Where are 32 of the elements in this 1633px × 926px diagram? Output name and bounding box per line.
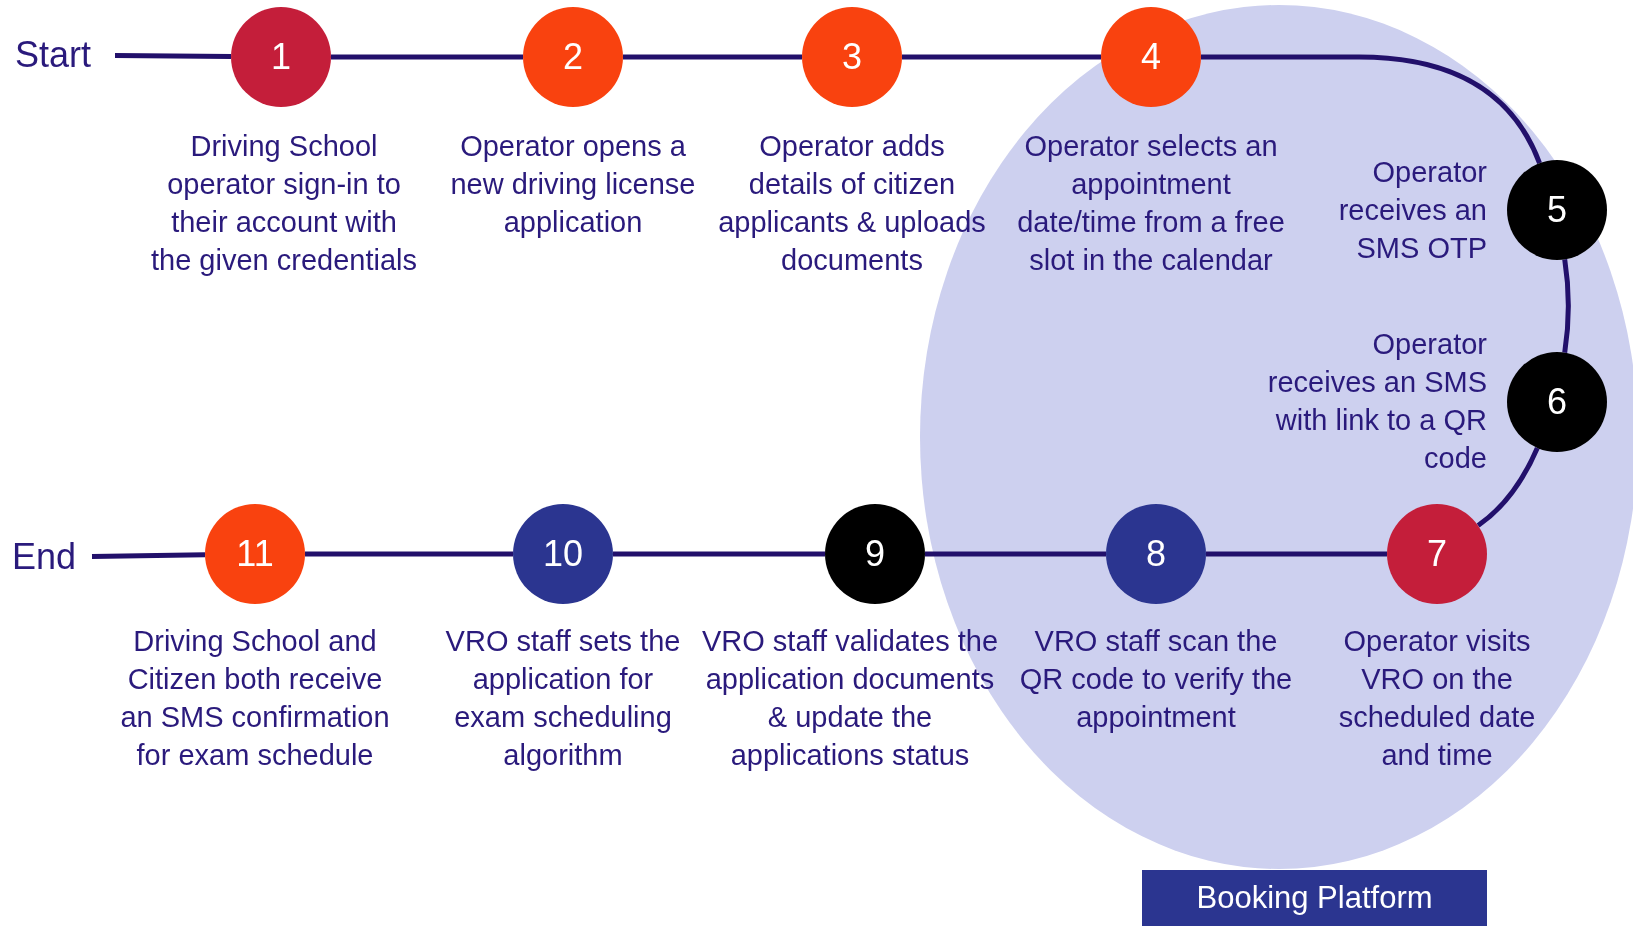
step-description: VRO staff sets the application for exam scheduling algorithm — [444, 624, 682, 773]
step-description: Driving School operator sign-in to their account with the given credentials — [150, 129, 418, 278]
step-circle: 2 — [523, 7, 623, 107]
connector-line — [305, 551, 513, 557]
connector-line — [613, 551, 825, 557]
connector-line — [91, 552, 206, 559]
connector-line — [1562, 259, 1571, 353]
connector-line — [902, 54, 1101, 60]
step-description: Operator visits VRO on the scheduled date and time — [1337, 624, 1537, 773]
connector-line — [331, 54, 523, 60]
step-circle: 11 — [205, 504, 305, 604]
step-circle: 10 — [513, 504, 613, 604]
connector-line — [1476, 446, 1540, 528]
terminal-label: End — [12, 537, 77, 577]
platform-tag: Booking Platform — [1142, 870, 1487, 926]
connector-line — [1201, 54, 1542, 165]
step-description: Operator receives an SMS OTP — [1337, 155, 1487, 266]
step-description: Driving School and Citizen both receive an SMS confirmation for exam schedule — [119, 624, 391, 773]
step-description: VRO staff validates the application documents & update the applications status — [700, 624, 1000, 773]
step-description: VRO staff scan the QR code to verify the appointment — [1018, 624, 1294, 735]
connector-line — [623, 54, 802, 60]
step-description: Operator selects an appointment date/time from a free slot in the calendar — [1016, 129, 1286, 278]
step-description: Operator adds details of citizen applicants & uploads documents — [717, 129, 987, 278]
step-circle: 9 — [825, 504, 925, 604]
terminal-label: Start — [15, 35, 92, 75]
step-circle: 3 — [802, 7, 902, 107]
step-circle: 1 — [231, 7, 331, 107]
connector-line — [925, 551, 1106, 557]
step-description: Operator receives an SMS with link to a QR code — [1266, 327, 1487, 476]
step-description: Operator opens a new driving license application — [449, 129, 697, 240]
connector-line — [114, 52, 232, 60]
connector-line — [1206, 551, 1387, 557]
